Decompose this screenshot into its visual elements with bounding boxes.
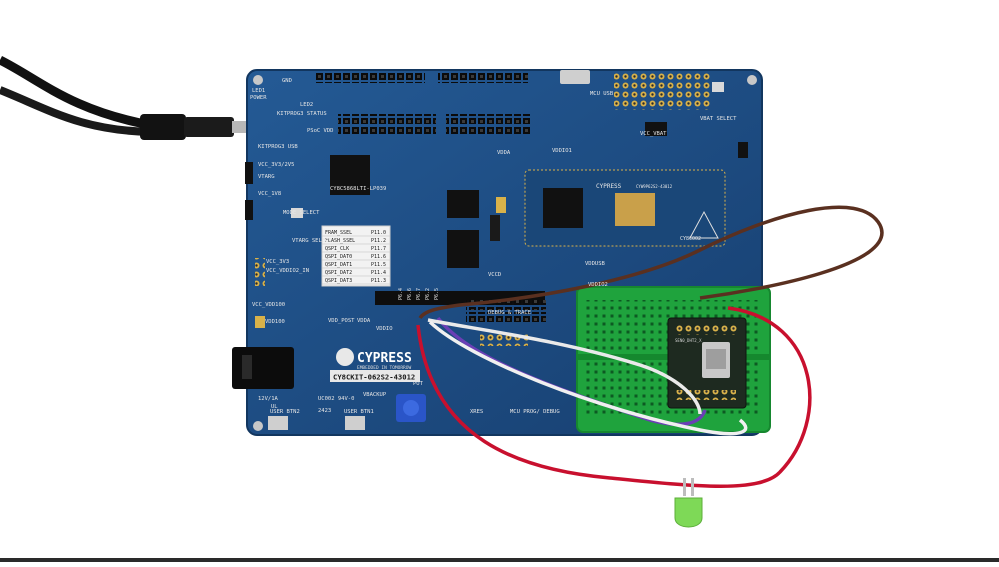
silk-led1: LED1	[252, 88, 265, 94]
qspi-pin: P11.7	[371, 246, 386, 252]
silk-vtarg: VTARG	[258, 174, 275, 180]
silk-gnd: GND	[282, 78, 292, 84]
silk-vddusb: VDDUSB	[585, 261, 606, 267]
silk-prog-chip: CY8C5868LTI-LP039	[330, 186, 386, 192]
qspi-pin: P11.2	[371, 238, 386, 244]
qspi-signal: QSPI_DAT3	[325, 278, 352, 284]
qspi-pin: P11.4	[371, 270, 386, 276]
qspi-pin: P11.6	[371, 254, 386, 260]
module-brand: CYPRESS	[596, 183, 622, 190]
silk-vccd: VCCD	[488, 272, 501, 278]
silk-date: 2423	[318, 408, 331, 414]
silk-vcc-vbat: VCC_VBAT	[640, 131, 667, 137]
sensor-label: SEN0_DHT2_X	[675, 338, 702, 343]
silk-vdda-bottom: VDDA	[357, 318, 371, 324]
brand-block: CYPRESS EMBEDDED IN TOMORROW CY8CKIT-062…	[333, 351, 415, 382]
qspi-pin: P11.3	[371, 278, 386, 284]
silkscreen-labels: LED1 POWER LED2 KITPROG3 STATUS KITPROG3…	[250, 78, 737, 415]
header-pin-label: P6.7	[416, 288, 422, 300]
qspi-pin: P11.5	[371, 262, 386, 268]
bottom-rule	[0, 558, 999, 562]
silk-psoc-vdd: PSoC VDD	[307, 128, 334, 134]
silk-vddio2: VDDIO2	[588, 282, 608, 288]
silk-power-in: 12V/1A	[258, 396, 279, 402]
center-ics	[447, 190, 506, 268]
silk-vtarg-select: VTARG SELECT	[292, 238, 332, 244]
top-headers	[315, 70, 710, 136]
silk-mcu-usb: MCU USB	[590, 91, 614, 97]
silk-vddio1: VDDIO1	[552, 148, 572, 154]
silk-vbackup: VBACKUP	[363, 392, 387, 398]
silk-vdda-top: VDDA	[497, 150, 511, 156]
silk-vcc-vddio2-in: VCC_VDDIO2_IN	[266, 268, 309, 274]
silk-user-btn2: USER BTN2	[270, 409, 300, 415]
silk-debug-trace: DEBUG & TRACE	[488, 310, 531, 316]
header-pin-label: P6.5	[434, 288, 440, 300]
silk-vcc-vdd100: VCC_VDD100	[252, 302, 285, 308]
header-pin-label: P6.6	[407, 288, 413, 300]
silk-vdd100: VDD100	[265, 319, 285, 325]
silk-vcc-3v3: VCC_3V3	[266, 259, 289, 265]
qspi-signal: QSPI_DAT0	[325, 254, 352, 260]
qspi-signal: FLASH_SSEL	[325, 238, 355, 244]
silk-vdd-post: VDD_POST	[328, 318, 355, 324]
green-led	[674, 478, 703, 528]
silk-vcc18: VCC_1V8	[258, 191, 281, 197]
silk-cert: UC002 94V-0	[318, 396, 354, 402]
silk-kitprog-usb: KITPROG3 USB	[258, 144, 298, 150]
module-part: CYW9P62S2-43012	[636, 184, 673, 189]
model-label: CY8CKIT-062S2-43012	[333, 373, 415, 382]
qspi-signal: QSPI_DAT1	[325, 262, 352, 268]
qspi-signal: QSPI_DAT2	[325, 270, 352, 276]
silk-led2: LED2	[300, 102, 313, 108]
usb-cable	[0, 55, 248, 140]
silk-xres: XRES	[470, 409, 483, 415]
silk-pot: POT	[413, 381, 424, 387]
qspi-signal: QSPI_CLK	[325, 246, 349, 252]
silk-kitprog-status: KITPROG3 STATUS	[277, 111, 327, 117]
qspi-signal: FRAM_SSEL	[325, 230, 352, 236]
right-parts	[645, 82, 748, 158]
silk-vbat-select: VBAT SELECT	[700, 116, 737, 122]
silk-power: POWER	[250, 95, 267, 101]
module-label: CY8C002	[680, 236, 701, 242]
silk-mode-select: MODE SELECT	[283, 210, 320, 216]
jumper-wires	[416, 205, 884, 488]
brand-tagline: EMBEDDED IN TOMORROW	[357, 365, 411, 371]
silk-vcc33: VCC_3V3/2V5	[258, 162, 294, 168]
cypress-logo	[330, 348, 420, 382]
left-components	[232, 155, 426, 430]
header-pin-label: P6.4	[398, 288, 404, 300]
silk-user-btn1: USER BTN1	[344, 409, 374, 415]
qspi-pin: P11.0	[371, 230, 386, 236]
psoc-module	[524, 169, 726, 247]
silk-ul: UL	[271, 404, 278, 410]
header-pin-label: P6.2	[425, 288, 431, 300]
silk-vddio: VDDIO	[376, 326, 393, 332]
brand-name: CYPRESS	[357, 351, 412, 366]
sensor-module	[667, 317, 747, 409]
silk-mcu-prog: MCU PROG/ DEBUG	[510, 409, 560, 415]
